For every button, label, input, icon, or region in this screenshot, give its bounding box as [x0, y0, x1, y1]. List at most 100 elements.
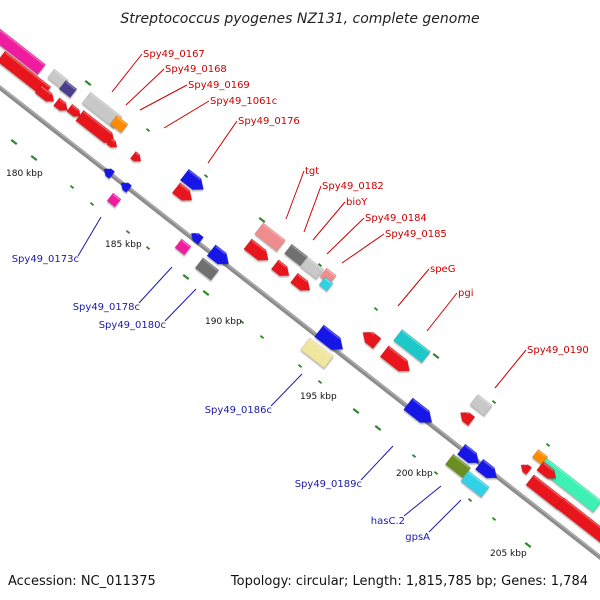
- gene-label: Spy49_0168: [165, 64, 227, 75]
- tick-mark: [433, 471, 439, 475]
- tick-mark: [317, 380, 323, 384]
- cds-reverse: [206, 244, 230, 265]
- label-leader-line: [326, 217, 365, 255]
- cds-forward: [52, 97, 68, 111]
- tick-label: 185 kbp: [105, 240, 142, 250]
- tick-mark: [352, 407, 360, 415]
- tick-label: 200 kbp: [396, 469, 433, 479]
- gene-feature-grey: [300, 256, 324, 280]
- cds-forward: [66, 103, 81, 117]
- gene-feature-cyan: [318, 276, 334, 292]
- gene-label: Spy49_1061c: [210, 96, 277, 107]
- gene-feature-dark-grey: [194, 257, 220, 281]
- gene-label: Spy49_0185: [385, 229, 447, 240]
- tick-mark: [84, 79, 92, 87]
- accession-text: Accession: NC_011375: [8, 574, 156, 589]
- cds-forward: [379, 345, 410, 372]
- gene-feature-grey: [81, 91, 123, 129]
- tick-label: 180 kbp: [6, 169, 43, 179]
- gene-feature-salmon: [254, 222, 286, 252]
- tick-mark: [30, 154, 38, 162]
- cds-forward: [536, 461, 557, 479]
- tick-mark: [239, 320, 245, 324]
- gene-label: Spy49_0173c: [12, 254, 79, 265]
- gene-label: Spy49_0190: [527, 345, 589, 356]
- tick-marks: [10, 79, 551, 549]
- gene-feature-orange: [109, 114, 129, 134]
- tick-mark: [491, 517, 497, 521]
- gene-label: tgt: [305, 166, 319, 177]
- label-leader-line: [360, 445, 394, 481]
- genome-summary-text: Topology: circular; Length: 1,815,785 bp…: [230, 574, 588, 589]
- cds-forward: [106, 137, 118, 148]
- cds-forward: [362, 328, 382, 350]
- tick-mark: [125, 230, 131, 234]
- label-leader-line: [341, 233, 385, 264]
- tick-mark: [69, 185, 75, 189]
- gene-feature-grey: [469, 393, 493, 417]
- tick-label: 205 kbp: [490, 549, 527, 559]
- cds-forward: [243, 238, 269, 261]
- tick-label: 195 kbp: [300, 392, 337, 402]
- label-leader-line: [270, 373, 303, 407]
- gene-feature-khaki: [300, 337, 334, 369]
- tick-mark: [258, 216, 266, 224]
- gene-label: pgi: [458, 288, 473, 299]
- tick-mark: [524, 541, 532, 549]
- label-leader-line: [164, 288, 197, 322]
- tick-mark: [145, 246, 151, 250]
- gene-label: Spy49_0178c: [73, 302, 140, 313]
- label-leader-line: [285, 170, 305, 220]
- tick-mark: [10, 138, 18, 146]
- tick-mark: [202, 289, 210, 297]
- label-leader-line: [428, 499, 462, 533]
- cds-reverse: [474, 458, 498, 479]
- label-leader-line: [77, 216, 102, 257]
- gene-feature-turquoise: [393, 328, 431, 364]
- gene-feature-magenta: [0, 20, 47, 76]
- tick-mark: [545, 443, 551, 447]
- gene-label: Spy49_0186c: [205, 405, 272, 416]
- label-leader-line: [111, 53, 143, 93]
- gene-label: Spy49_0180c: [99, 320, 166, 331]
- tick-mark: [374, 424, 382, 432]
- label-leader-line: [403, 485, 442, 517]
- tick-mark: [373, 307, 379, 311]
- label-leader-line: [494, 349, 527, 389]
- cds-forward: [171, 182, 193, 201]
- cds-reverse: [314, 324, 344, 350]
- tick-mark: [259, 335, 265, 339]
- gene-label: Spy49_0182: [322, 181, 384, 192]
- cds-reverse: [179, 168, 204, 191]
- gene-label: bioY: [346, 197, 368, 208]
- gene-label: hasC.2: [371, 516, 405, 527]
- cds-reverse: [456, 443, 480, 464]
- label-leader-line: [312, 201, 346, 241]
- gene-label: Spy49_0176: [238, 116, 300, 127]
- tick-mark: [89, 202, 95, 206]
- label-lines: [77, 53, 527, 533]
- gene-feature-cyan: [460, 470, 490, 498]
- label-leader-line: [303, 185, 322, 233]
- cds-forward: [34, 84, 55, 102]
- map-text: Streptococcus pyogenes NZ131, complete g…: [6, 11, 589, 589]
- label-leader-line: [426, 292, 458, 332]
- tick-mark: [317, 263, 323, 267]
- label-leader-line: [397, 268, 430, 307]
- tick-mark: [297, 364, 303, 368]
- gene-feature-navy: [58, 79, 78, 99]
- tick-mark: [203, 174, 209, 178]
- label-leader-line: [139, 84, 188, 111]
- gene-label: Spy49_0167: [143, 49, 205, 60]
- gene-label: Spy49_0184: [365, 213, 427, 224]
- cds-forward: [520, 462, 533, 476]
- gene-features: [0, 20, 600, 543]
- label-leader-line: [138, 266, 173, 304]
- cds-reverse: [403, 397, 433, 423]
- gene-label: speG: [430, 264, 455, 275]
- gene-label: Spy49_0189c: [295, 479, 362, 490]
- cds-reverse: [190, 230, 204, 245]
- cds-forward: [555, 497, 600, 543]
- backbone: [0, 84, 600, 561]
- gene-feature-magenta: [106, 192, 122, 208]
